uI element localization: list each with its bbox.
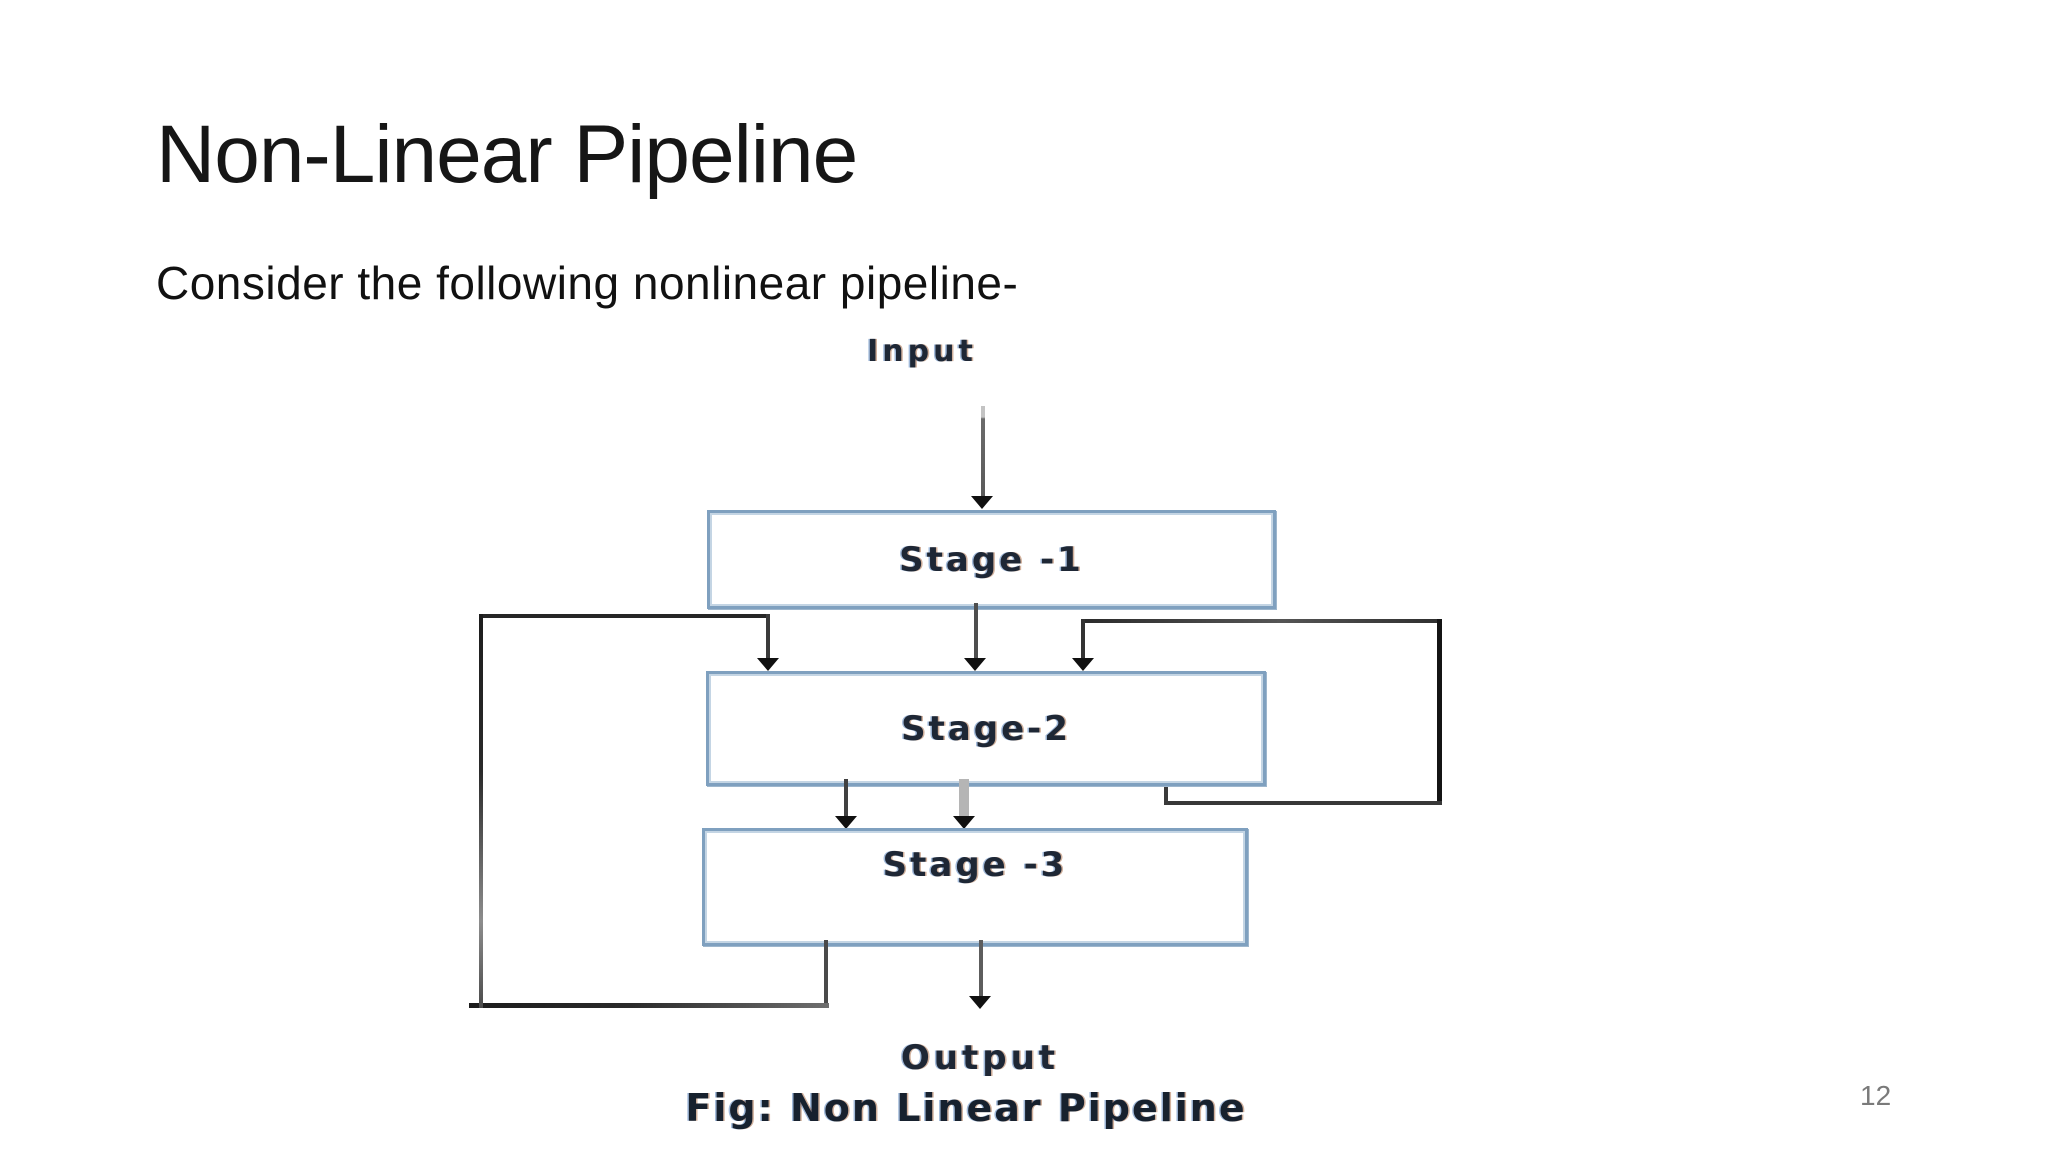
stage2-to-stage3-center-arrowhead xyxy=(953,816,975,829)
slide-subtitle: Consider the following nonlinear pipelin… xyxy=(156,257,1019,309)
output-arrow-line xyxy=(979,940,983,998)
input-arrow-line xyxy=(981,406,985,498)
page-number: 12 xyxy=(1860,1080,1892,1111)
stage1-to-stage2-arrowhead xyxy=(964,658,986,671)
stage2-to-stage3-left-arrowhead xyxy=(835,816,857,829)
feedback-left-top-line xyxy=(481,614,769,618)
feedback-bottom-line xyxy=(469,1003,829,1008)
stage2-to-stage3-left-line xyxy=(844,779,848,819)
stage2-right-output-stub xyxy=(1164,779,1168,805)
stage-2-label: Stage-2 xyxy=(901,708,1071,749)
input-label: Input xyxy=(867,334,977,369)
feedback-left-vertical-line xyxy=(479,614,483,1008)
right-loop-bottom-line xyxy=(1166,801,1442,805)
output-label: Output xyxy=(900,1038,1060,1078)
figure-caption: Fig: Non Linear Pipeline xyxy=(685,1086,1247,1130)
stage-1-label: Stage -1 xyxy=(899,539,1084,580)
stage3-feedback-stub xyxy=(824,940,828,1006)
slide-title: Non-Linear Pipeline xyxy=(156,109,858,200)
stage2-to-stage3-center-line xyxy=(959,779,969,819)
input-arrowhead xyxy=(971,496,993,509)
feedback-left-arrowhead xyxy=(757,658,779,671)
feedback-right-arrowhead xyxy=(1072,658,1094,671)
stage-2-box: Stage-2 xyxy=(706,671,1266,786)
output-arrowhead xyxy=(969,996,991,1009)
right-loop-vertical-line xyxy=(1437,619,1442,805)
stage-3-box: Stage -3 xyxy=(702,828,1248,946)
stage1-to-stage2-line xyxy=(974,603,978,659)
stage-1-box: Stage -1 xyxy=(707,510,1276,609)
feedback-right-top-line xyxy=(1082,619,1440,623)
feedback-left-drop-line xyxy=(766,614,770,660)
feedback-right-drop-line xyxy=(1081,619,1085,660)
stage-3-label: Stage -3 xyxy=(882,845,1068,885)
